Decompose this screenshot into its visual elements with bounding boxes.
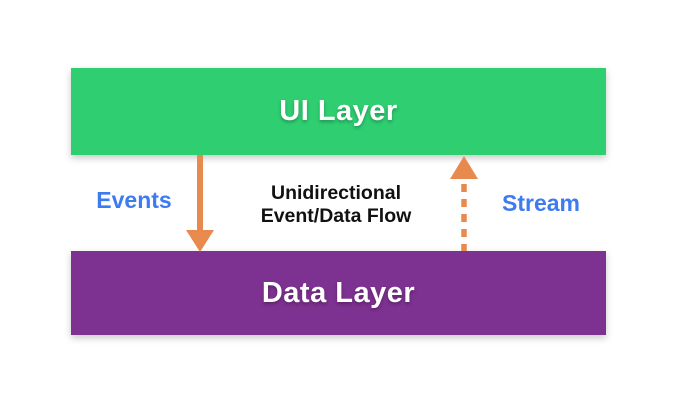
stream-arrowhead-icon (450, 156, 478, 179)
ui-layer-label: UI Layer (279, 95, 398, 127)
flow-caption: Unidirectional Event/Data Flow (261, 182, 412, 228)
data-layer-label: Data Layer (261, 276, 416, 309)
events-arrow (186, 155, 214, 252)
flow-caption-line2: Event/Data Flow (260, 205, 412, 227)
stream-arrow (450, 156, 478, 251)
events-label: Events (96, 187, 172, 213)
stream-label: Stream (502, 190, 580, 216)
flow-caption-line1: Unidirectional (270, 182, 402, 204)
ui-layer-box: UI Layer (71, 68, 606, 155)
events-arrowhead-icon (186, 230, 214, 252)
data-layer-box: Data Layer (71, 251, 606, 335)
